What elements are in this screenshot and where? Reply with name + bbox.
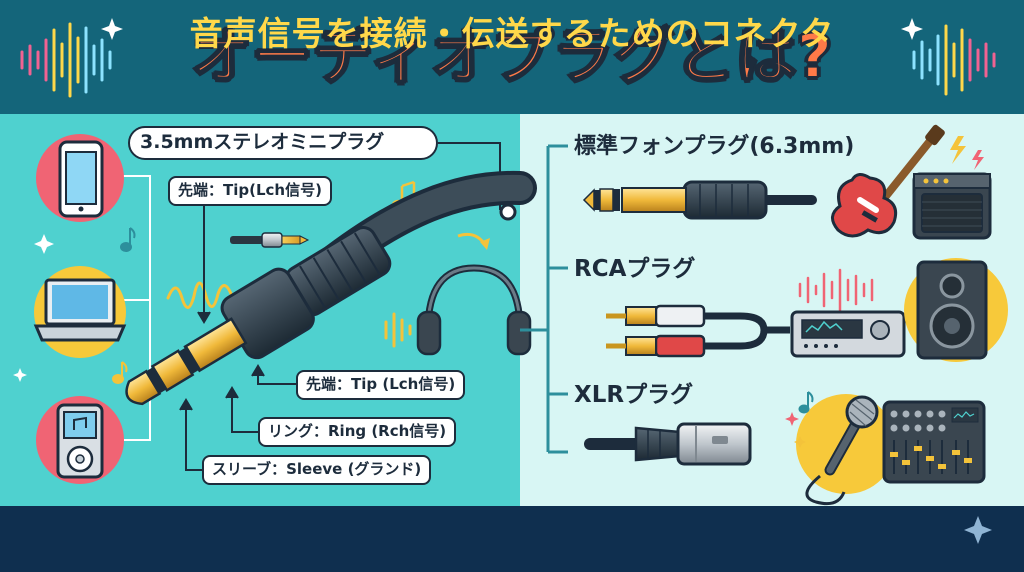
right-connector-lines — [520, 144, 568, 454]
device-connector-lines — [116, 175, 151, 441]
mini-plug-icon — [125, 170, 537, 406]
signal-wave-icon — [166, 281, 234, 309]
speaker-icon — [904, 258, 1008, 362]
laptop-icon — [33, 266, 127, 358]
mini-plug-small-icon — [230, 232, 310, 248]
ring-label: リング：Ring (Rch信号) — [258, 417, 457, 447]
sleeve-label: スリーブ：Sleeve (グランド) — [202, 455, 432, 485]
phone-plug-icon — [582, 180, 817, 220]
headphones-icon — [416, 264, 532, 356]
microphone-icon — [796, 394, 896, 506]
standard-plug-label: 標準フォンプラグ(6.3mm) — [574, 134, 855, 159]
sparkle-icon — [964, 516, 992, 544]
connector-node — [499, 203, 517, 221]
waveform-icon — [798, 268, 874, 312]
waveform-right-icon — [912, 24, 996, 96]
xlr-plug-label: XLRプラグ — [574, 382, 694, 408]
footer-caption: 音声信号を接続・伝送するためのコネクタ — [189, 14, 835, 53]
tip-label: 先端：Tip (Lch信号) — [296, 370, 466, 400]
header — [0, 0, 1024, 114]
rca-plug-icon — [606, 304, 790, 358]
audio-receiver-icon — [790, 268, 906, 358]
music-note-icon — [798, 391, 814, 414]
sparkle-icon — [785, 412, 806, 448]
sparkle-icon — [13, 234, 54, 382]
rca-plug-label: RCAプラグ — [574, 256, 696, 282]
footer — [0, 506, 1024, 572]
mixer-icon — [882, 400, 986, 484]
smartphone-icon — [36, 134, 124, 222]
page-title: オーディオプラグとは? — [190, 21, 833, 93]
music-player-icon — [36, 396, 124, 484]
waveform-left-icon — [20, 22, 112, 98]
lightning-icon — [950, 136, 984, 170]
electric-guitar-icon — [831, 124, 945, 238]
sparkle-icon — [101, 18, 923, 40]
main-plug-label: 3.5mmステレオミニプラグ — [128, 126, 438, 160]
curved-arrow-icon — [457, 232, 488, 247]
headphone-wave-icon — [384, 312, 412, 348]
tip-label-top: 先端：Tip(Lch信号) — [168, 176, 332, 206]
guitar-amp-icon — [912, 172, 992, 240]
pointer-lines — [179, 142, 501, 471]
xlr-plug-icon — [584, 422, 752, 466]
